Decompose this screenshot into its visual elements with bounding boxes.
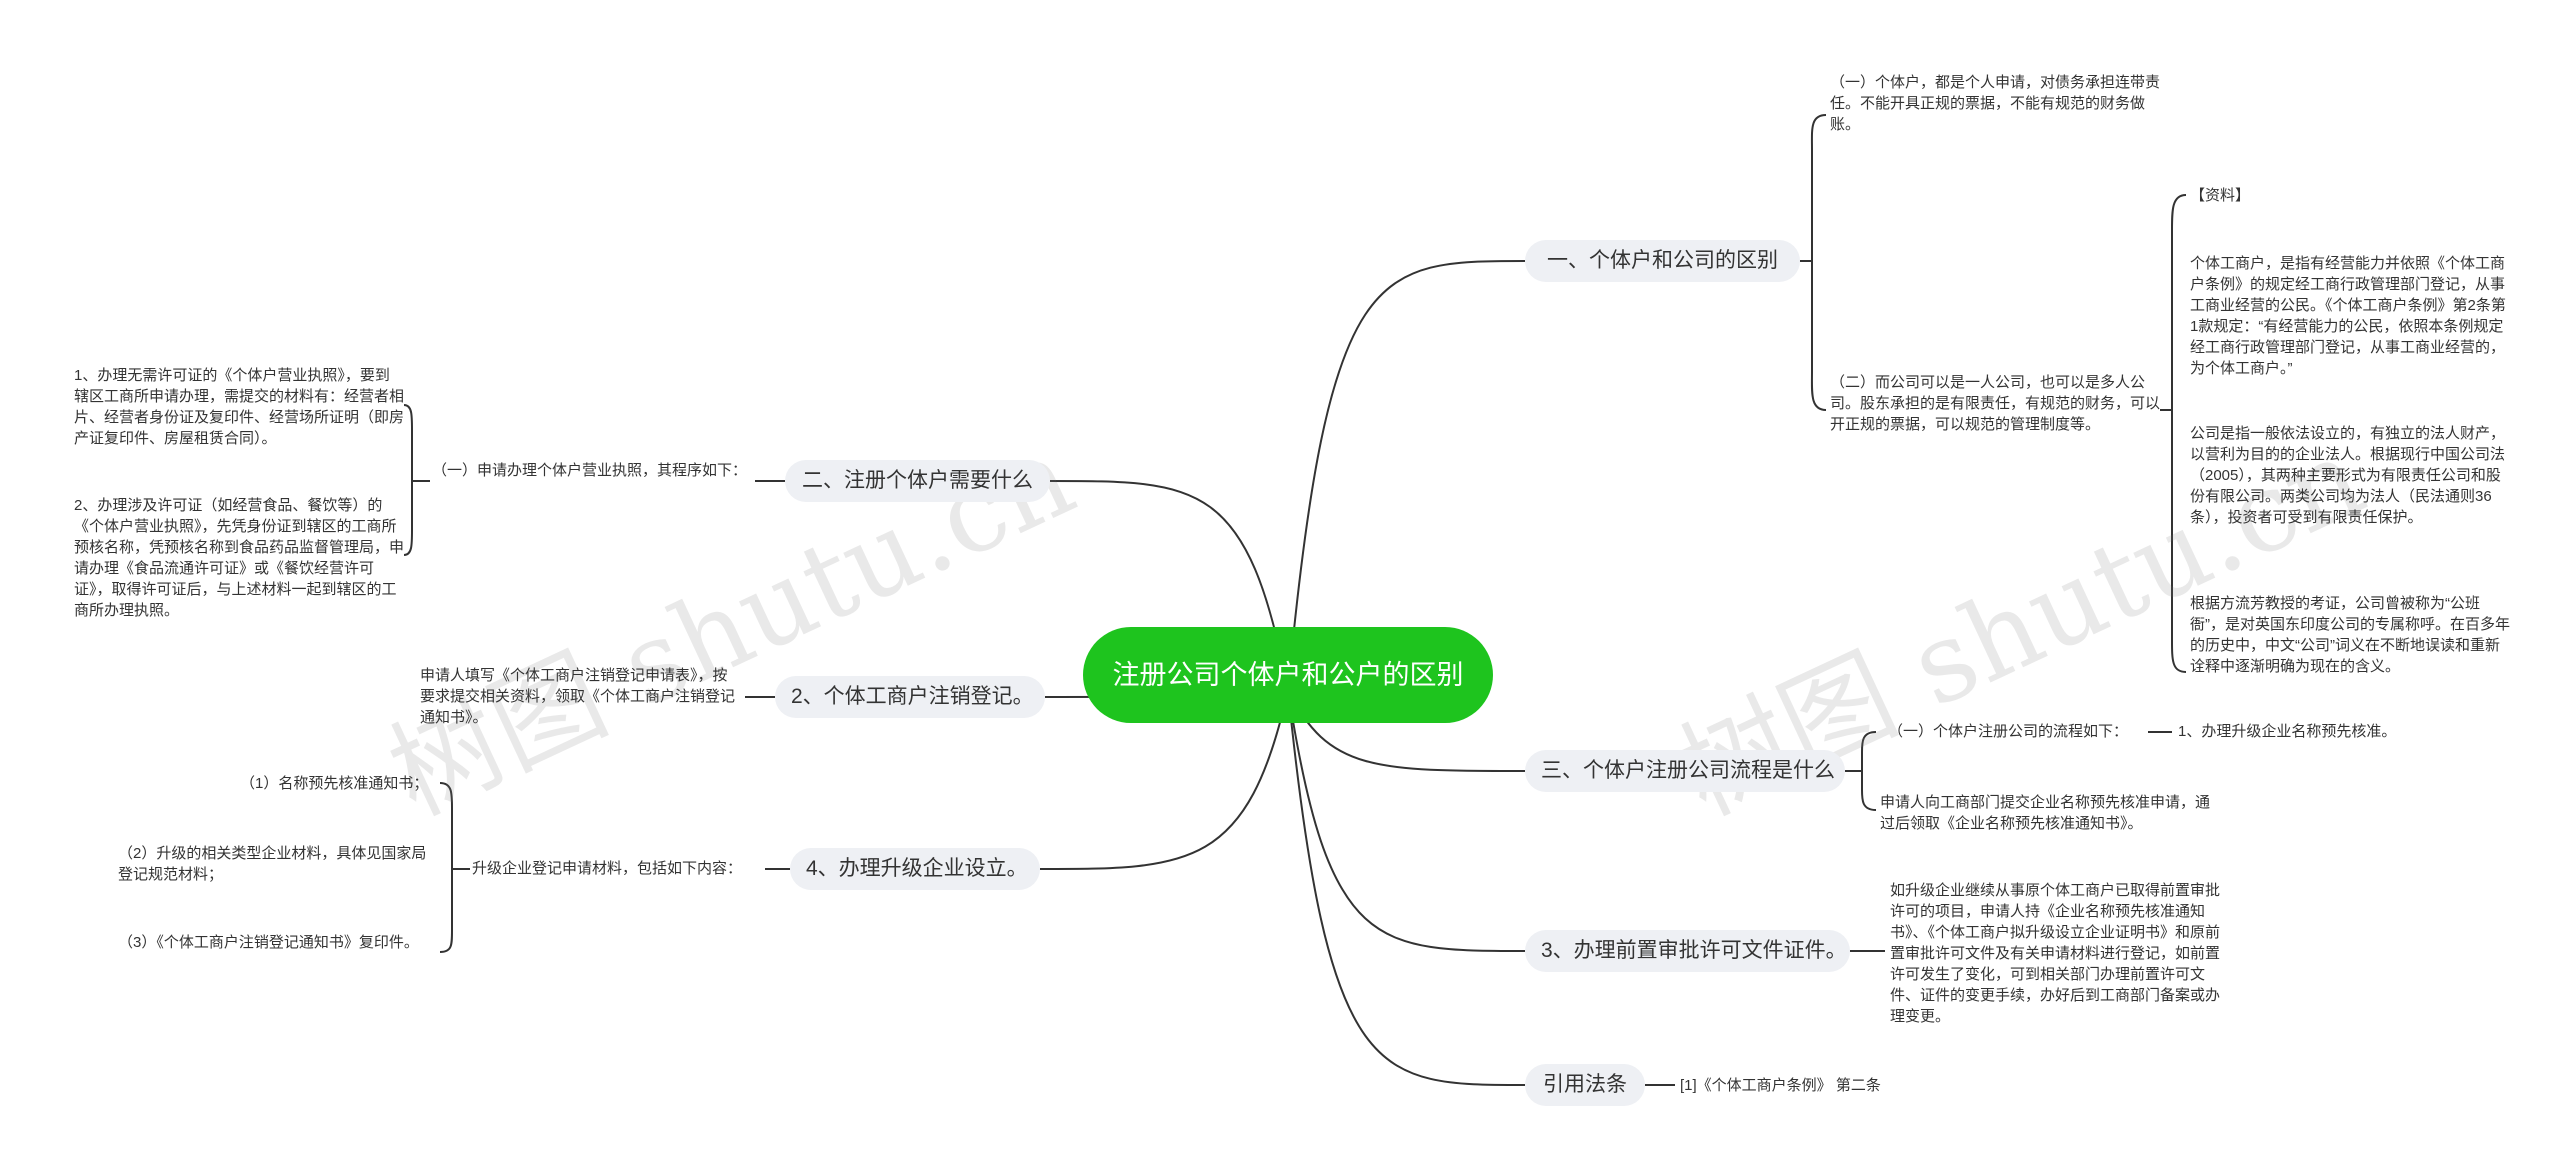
register-no-permit-text: 1、办理无需许可证的《个体户营业执照》，要到辖区工商所申请办理，需提交的材料有：…	[74, 367, 405, 447]
upgrade-material-name-notice: （1）名称预先核准通知书；	[240, 775, 429, 792]
branch-legal-reference[interactable]: 引用法条	[1525, 1064, 1645, 1106]
branch-pre-approval[interactable]: 3、办理前置审批许可文件证件。	[1525, 930, 1850, 972]
difference-company-text: （二）而公司可以是一人公司，也可以是多人公司。股东承担的是有限责任，有规范的财务…	[1830, 374, 2161, 433]
reference-company-text: 公司是指一般依法设立的，有独立的法人财产，以营利为目的的企业法人。根据现行中国公…	[2190, 425, 2506, 526]
upgrade-material-deregistration-copy: （3）《个体工商户注销登记通知书》复印件。	[118, 934, 419, 951]
bracket-register-items	[403, 404, 413, 556]
register-with-permit-text: 2、办理涉及许可证（如经营食品、餐饮等）的《个体户营业执照》，先凭身份证到辖区的…	[74, 497, 405, 619]
process-steps-text: （一）个体户注册公司的流程如下：	[1888, 723, 2129, 740]
branch-upgrade-enterprise[interactable]: 4、办理升级企业设立。	[790, 848, 1040, 890]
branch-register-requirements-label: 二、注册个体户需要什么	[802, 469, 1033, 492]
pre-approval-text: 如升级企业继续从事原个体工商户已取得前置审批许可的项目，申请人持《企业名称预先核…	[1890, 882, 2221, 1025]
root-topic[interactable]: 注册公司个体户和公户的区别	[1083, 627, 1493, 723]
process-name-application-text: 申请人向工商部门提交企业名称预先核准申请，通过后领取《企业名称预先核准通知书》。	[1880, 794, 2211, 832]
edge-root-difference	[1287, 260, 1526, 691]
edge-root-register-requirements	[1049, 480, 1289, 691]
branch-register-requirements[interactable]: 二、注册个体户需要什么	[785, 460, 1050, 502]
difference-individual-text: （一）个体户，都是个人申请，对债务承担连带责任。不能开具正规的票据，不能有规范的…	[1830, 74, 2161, 133]
branch-company-process-label: 三、个体户注册公司流程是什么	[1541, 759, 1835, 782]
legal-reference-text: [1]《个体工商户条例》 第二条	[1680, 1077, 1881, 1094]
branch-difference[interactable]: 一、个体户和公司的区别	[1525, 240, 1800, 282]
branch-deregistration[interactable]: 2、个体工商户注销登记。	[775, 676, 1045, 718]
deregistration-text: 申请人填写《个体工商户注销登记申请表》，按要求提交相关资料，领取《个体工商户注销…	[420, 667, 736, 726]
edge-root-pre-approval	[1287, 689, 1526, 952]
process-step-name-approval: 1、办理升级企业名称预先核准。	[2178, 723, 2397, 740]
upgrade-material-type: （2）升级的相关类型企业材料，具体见国家局登记规范材料；	[118, 845, 427, 883]
branch-difference-label: 一、个体户和公司的区别	[1547, 249, 1778, 272]
bracket-upgrade-items	[439, 782, 453, 953]
branch-upgrade-enterprise-label: 4、办理升级企业设立。	[806, 857, 1028, 880]
reference-individual-text: 个体工商户，是指有经营能力并依照《个体工商户条例》的规定经工商行政管理部门登记，…	[2190, 255, 2506, 377]
register-procedure-text: （一）申请办理个体户营业执照，其程序如下：	[432, 462, 748, 479]
bracket-reference	[2171, 194, 2187, 673]
bracket-difference	[1810, 114, 1827, 411]
branch-pre-approval-label: 3、办理前置审批许可文件证件。	[1541, 939, 1847, 962]
branch-deregistration-label: 2、个体工商户注销登记。	[791, 685, 1034, 708]
bracket-process	[1861, 731, 1877, 811]
reference-title: 【资料】	[2190, 187, 2251, 204]
root-topic-label: 注册公司个体户和公户的区别	[1112, 660, 1464, 690]
branch-company-process[interactable]: 三、个体户注册公司流程是什么	[1525, 750, 1845, 792]
branch-legal-reference-label: 引用法条	[1543, 1073, 1627, 1096]
edge-root-upgrade-enterprise	[1039, 689, 1289, 870]
upgrade-materials-text: 升级企业登记申请材料，包括如下内容：	[472, 860, 743, 877]
reference-history-text: 根据方流芳教授的考证，公司曾被称为“公班衙”，是对英国东印度公司的专属称呼。在百…	[2190, 595, 2510, 675]
edge-root-legal-reference	[1287, 689, 1526, 1086]
